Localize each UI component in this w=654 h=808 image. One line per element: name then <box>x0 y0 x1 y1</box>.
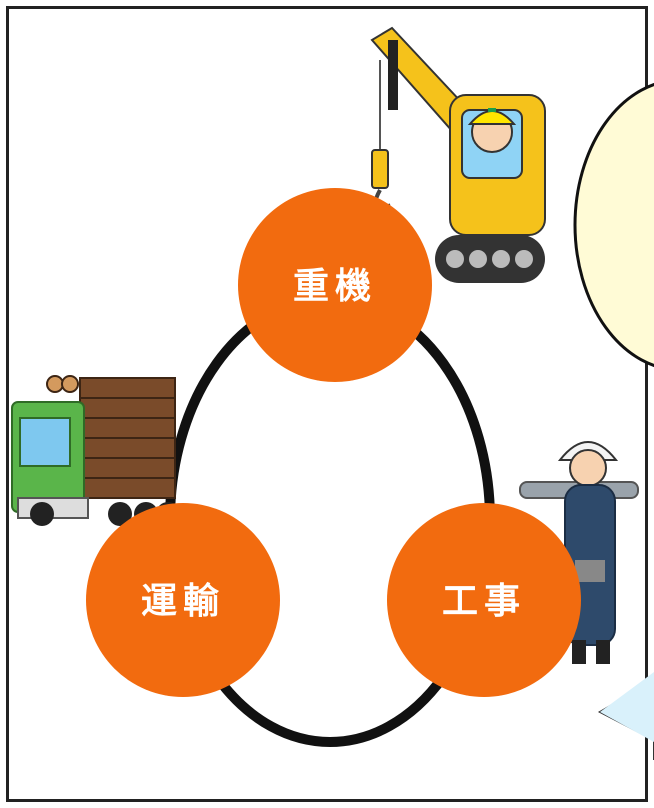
node-transport-label: 運輸 <box>141 581 225 622</box>
crane-excavator-icon <box>370 26 546 283</box>
node-construction-label: 工事 <box>442 581 526 622</box>
node-transport: 運輸 <box>86 503 280 697</box>
node-heavy-machinery: 重機 <box>238 188 432 382</box>
node-heavy-machinery-label: 重機 <box>293 266 377 307</box>
speech-bubble <box>573 82 654 368</box>
logging-truck-icon <box>11 375 180 526</box>
callout-pointer <box>597 672 654 760</box>
node-construction: 工事 <box>387 503 581 697</box>
